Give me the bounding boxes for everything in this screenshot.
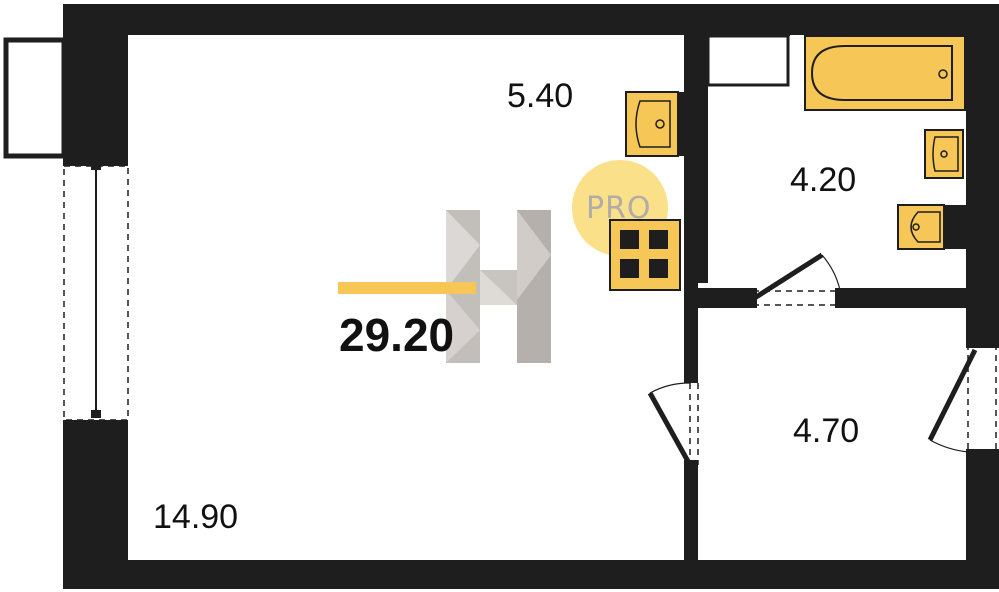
total-area: 29.20 [339, 309, 455, 361]
wall-bottom [63, 560, 999, 589]
bath-cabinet [706, 34, 790, 87]
wall-room-hall-lower [684, 465, 698, 560]
wall-bath-hall-left [698, 288, 753, 308]
wall-top [63, 4, 999, 35]
stove [609, 219, 681, 291]
toilet [897, 204, 966, 250]
door-room-hall [647, 374, 699, 469]
balcony [3, 37, 67, 159]
wall-room-hall-upper [684, 283, 698, 383]
watermark-logo [446, 210, 551, 363]
pro-badge-text: PRO [586, 191, 652, 226]
kitchen-area: 5.40 [507, 77, 574, 115]
wall-bath-hall-right [840, 288, 966, 308]
bathroom-sink [924, 129, 964, 179]
walls [63, 4, 999, 589]
kitchen-sink [625, 91, 684, 157]
entrance-door [927, 340, 999, 457]
hallway-area: 4.70 [793, 412, 860, 450]
wall-right-lower [966, 455, 999, 589]
wall-left-upper [63, 4, 128, 166]
wall-left-lower [63, 420, 128, 589]
bathtub [804, 35, 966, 111]
living-room-area: 14.90 [153, 498, 239, 536]
wall-bath-stub [708, 30, 790, 36]
total-area-accent-bar [338, 282, 476, 294]
wall-right [966, 4, 999, 344]
wall-kitchen-bath [684, 30, 708, 283]
bathroom-area: 4.20 [790, 161, 857, 199]
window-left [63, 162, 129, 421]
door-bathroom [748, 252, 844, 308]
